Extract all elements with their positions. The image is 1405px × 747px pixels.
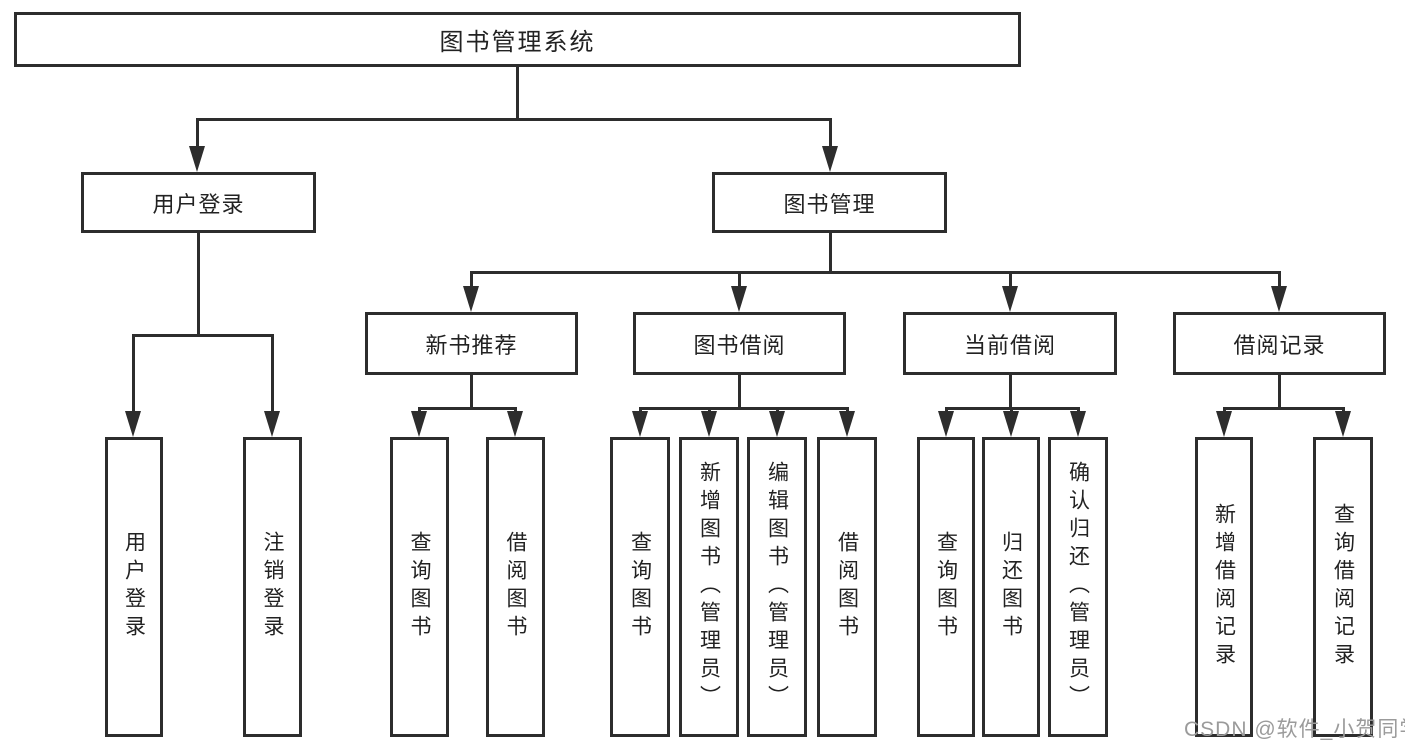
leaf-nb-query-books: 查询图书 bbox=[390, 437, 449, 737]
leaf-cb-confirm-return-admin: 确认归还（管理员） bbox=[1048, 437, 1108, 737]
leaf-bb-borrow-books: 借阅图书 bbox=[817, 437, 877, 737]
arrow-down-icon bbox=[125, 411, 141, 437]
connector-line bbox=[132, 334, 273, 337]
node-current-borrow-label: 当前借阅 bbox=[963, 332, 1056, 358]
connector-line bbox=[196, 118, 199, 150]
arrow-down-icon bbox=[701, 411, 717, 437]
arrow-down-icon bbox=[731, 286, 747, 312]
connector-line bbox=[738, 375, 741, 409]
leaf-nb-query-books-label: 查询图书 bbox=[408, 531, 432, 643]
connector-line bbox=[196, 118, 832, 121]
leaf-cb-confirm-return-admin-label: 确认归还（管理员） bbox=[1066, 461, 1090, 713]
leaf-bb-edit-books-admin: 编辑图书（管理员） bbox=[747, 437, 807, 737]
connector-line bbox=[418, 407, 517, 410]
node-book-management: 图书管理 bbox=[712, 172, 947, 233]
node-user-login: 用户登录 bbox=[81, 172, 316, 233]
arrow-down-icon bbox=[769, 411, 785, 437]
leaf-bb-add-books-admin-label: 新增图书（管理员） bbox=[697, 461, 721, 713]
node-book-borrow: 图书借阅 bbox=[633, 312, 846, 375]
leaf-br-query-record: 查询借阅记录 bbox=[1313, 437, 1373, 737]
connector-line bbox=[1278, 271, 1281, 289]
leaf-bb-borrow-books-label: 借阅图书 bbox=[835, 531, 859, 643]
connector-line bbox=[1223, 407, 1344, 410]
arrow-down-icon bbox=[1216, 411, 1232, 437]
connector-line bbox=[470, 271, 1280, 274]
connector-line bbox=[132, 334, 135, 414]
leaf-user-login-label: 用户登录 bbox=[122, 531, 146, 643]
node-user-login-label: 用户登录 bbox=[152, 191, 245, 217]
arrow-down-icon bbox=[938, 411, 954, 437]
connector-line bbox=[516, 67, 519, 120]
arrow-down-icon bbox=[1003, 411, 1019, 437]
leaf-br-query-record-label: 查询借阅记录 bbox=[1331, 503, 1355, 671]
node-new-book-recommend: 新书推荐 bbox=[365, 312, 578, 375]
leaf-cb-query-books-label: 查询图书 bbox=[934, 531, 958, 643]
leaf-nb-borrow-books: 借阅图书 bbox=[486, 437, 545, 737]
leaf-cb-return-books-label: 归还图书 bbox=[999, 531, 1023, 643]
connector-line bbox=[470, 375, 473, 409]
leaf-br-add-record: 新增借阅记录 bbox=[1195, 437, 1253, 737]
connector-line bbox=[738, 271, 741, 289]
arrow-down-icon bbox=[632, 411, 648, 437]
leaf-bb-query-books: 查询图书 bbox=[610, 437, 670, 737]
connector-line bbox=[271, 334, 274, 414]
node-borrow-records-label: 借阅记录 bbox=[1233, 332, 1326, 358]
leaf-bb-add-books-admin: 新增图书（管理员） bbox=[679, 437, 739, 737]
arrow-down-icon bbox=[507, 411, 523, 437]
arrow-down-icon bbox=[1070, 411, 1086, 437]
connector-line bbox=[1009, 375, 1012, 409]
node-new-book-recommend-label: 新书推荐 bbox=[425, 332, 518, 358]
node-root-label: 图书管理系统 bbox=[439, 29, 596, 56]
arrow-down-icon bbox=[1335, 411, 1351, 437]
arrow-down-icon bbox=[463, 286, 479, 312]
connector-line bbox=[197, 233, 200, 336]
connector-line bbox=[639, 407, 848, 410]
node-book-management-label: 图书管理 bbox=[783, 191, 876, 217]
node-current-borrow: 当前借阅 bbox=[903, 312, 1117, 375]
connector-line bbox=[1278, 375, 1281, 409]
node-book-borrow-label: 图书借阅 bbox=[693, 332, 786, 358]
leaf-br-add-record-label: 新增借阅记录 bbox=[1212, 503, 1236, 671]
leaf-bb-edit-books-admin-label: 编辑图书（管理员） bbox=[765, 461, 789, 713]
leaf-logout: 注销登录 bbox=[243, 437, 302, 737]
leaf-cb-query-books: 查询图书 bbox=[917, 437, 975, 737]
node-root: 图书管理系统 bbox=[14, 12, 1021, 67]
arrow-down-icon bbox=[1271, 286, 1287, 312]
connector-line bbox=[829, 118, 832, 150]
leaf-user-login: 用户登录 bbox=[105, 437, 163, 737]
connector-line bbox=[829, 233, 832, 273]
node-borrow-records: 借阅记录 bbox=[1173, 312, 1386, 375]
arrow-down-icon bbox=[839, 411, 855, 437]
arrow-down-icon bbox=[189, 146, 205, 172]
connector-line bbox=[470, 271, 473, 289]
csdn-watermark: CSDN @软件_小贺同学 bbox=[1184, 718, 1405, 741]
leaf-cb-return-books: 归还图书 bbox=[982, 437, 1040, 737]
leaf-logout-label: 注销登录 bbox=[261, 531, 285, 643]
arrow-down-icon bbox=[411, 411, 427, 437]
connector-line bbox=[1009, 271, 1012, 289]
arrow-down-icon bbox=[264, 411, 280, 437]
arrow-down-icon bbox=[822, 146, 838, 172]
leaf-bb-query-books-label: 查询图书 bbox=[628, 531, 652, 643]
arrow-down-icon bbox=[1002, 286, 1018, 312]
leaf-nb-borrow-books-label: 借阅图书 bbox=[504, 531, 528, 643]
